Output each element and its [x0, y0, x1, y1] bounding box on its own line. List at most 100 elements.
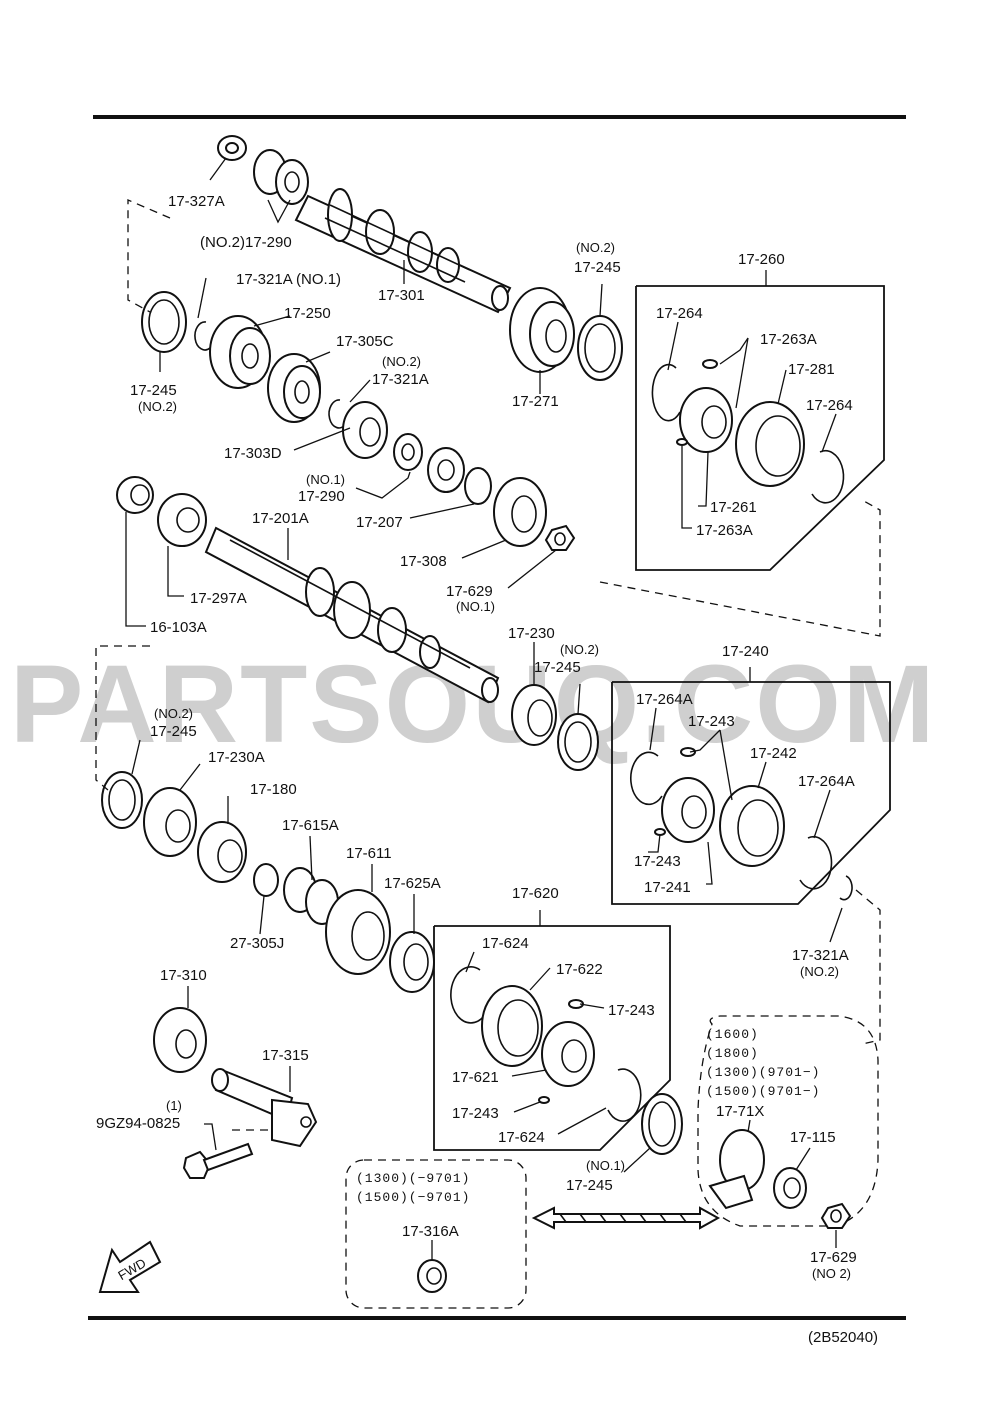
label-17-243-d: 17-243 — [452, 1105, 499, 1122]
part-17-264A-a[interactable] — [629, 751, 663, 806]
label-17-316A: 17-316A — [402, 1223, 459, 1240]
part-17-264-b[interactable] — [811, 449, 845, 504]
part-17-180-bearing[interactable] — [197, 821, 247, 883]
part-17-310[interactable] — [153, 1007, 207, 1073]
part-17-243-a[interactable] — [680, 747, 696, 757]
part-17-243-d[interactable] — [538, 1096, 550, 1104]
part-17-201A-countershaft[interactable] — [204, 526, 500, 704]
applicability-right-4: (1500)(9701−) — [706, 1084, 820, 1099]
label-17-250: 17-250 — [284, 305, 331, 322]
part-17-281-sleeve[interactable] — [735, 401, 805, 487]
label-17-201A: 17-201A — [252, 510, 309, 527]
label-17-242: 17-242 — [750, 745, 797, 762]
applicability-box-left — [345, 1159, 527, 1309]
label-17-207: 17-207 — [356, 514, 403, 531]
part-17-71X[interactable] — [708, 1129, 765, 1210]
alternative-arrow — [531, 1206, 721, 1230]
part-17-245-no2-left[interactable] — [141, 291, 187, 353]
part-17-290-no2[interactable] — [253, 149, 309, 205]
part-17-245-no2-low[interactable] — [101, 771, 143, 829]
part-17-207-bearing[interactable] — [427, 447, 465, 493]
part-17-245-no2-top[interactable] — [577, 315, 623, 381]
part-16-103A[interactable] — [116, 476, 154, 514]
assembly-box-17-260 — [635, 270, 885, 571]
label-17-240: 17-240 — [722, 643, 769, 660]
label-17-308: 17-308 — [400, 553, 447, 570]
part-17-625A[interactable] — [389, 931, 435, 993]
label-16-103A: 16-103A — [150, 619, 207, 636]
part-17-230A[interactable] — [143, 787, 197, 857]
part-17-115[interactable] — [773, 1167, 807, 1209]
part-17-290-no1[interactable] — [393, 433, 423, 471]
part-17-264A-b[interactable] — [799, 835, 833, 890]
watermark: PARTSOUQ.COM — [10, 643, 936, 766]
label-17-245-bottom: 17-245 — [566, 1177, 613, 1194]
applicability-left-1: (1300)(−9701) — [356, 1171, 470, 1186]
label-17-615A: 17-615A — [282, 817, 339, 834]
applicability-left-2: (1500)(−9701) — [356, 1190, 470, 1205]
label-17-281: 17-281 — [788, 361, 835, 378]
label-17-321A-b: 17-321A — [372, 371, 429, 388]
diagram-code: (2B52040) — [808, 1329, 878, 1346]
part-17-316A[interactable] — [417, 1259, 447, 1293]
label-17-180: 17-180 — [250, 781, 297, 798]
part-17-261-hub[interactable] — [679, 387, 733, 453]
label-17-264A-b: 17-264A — [798, 773, 855, 790]
part-17-315-shift-lever[interactable] — [211, 1068, 318, 1148]
part-17-303D[interactable] — [342, 401, 388, 459]
part-17-263A-a[interactable] — [702, 359, 718, 369]
label-17-245-mid: 17-245 — [534, 659, 581, 676]
leader-lines — [125, 157, 843, 1260]
label-17-629-no2: 17-629 — [810, 1249, 857, 1266]
label-17-305C: 17-305C — [336, 333, 394, 350]
part-27-305J[interactable] — [253, 863, 279, 897]
part-17-264-a[interactable] — [651, 363, 681, 422]
part-17-629-no1[interactable] — [544, 524, 576, 551]
part-17-245-no1[interactable] — [641, 1093, 683, 1155]
label-no2-245-mid: (NO.2) — [560, 642, 599, 657]
part-17-263A-b[interactable] — [676, 438, 688, 446]
label-no1-290: (NO.1) — [306, 472, 345, 487]
part-17-622-sleeve[interactable] — [481, 985, 543, 1067]
part-17-624-a[interactable] — [450, 966, 485, 1024]
applicability-right-2: (1800) — [706, 1046, 759, 1061]
fwd-arrow-icon: FWD — [98, 1240, 162, 1293]
part-17-305C[interactable] — [267, 353, 321, 423]
part-17-611[interactable] — [325, 889, 391, 975]
part-17-230[interactable] — [511, 684, 557, 746]
part-17-321A-no2-right[interactable] — [839, 875, 853, 901]
part-17-250[interactable] — [209, 315, 271, 389]
label-no2-321A: (NO.2) — [800, 964, 839, 979]
label-no2-629: (NO 2) — [812, 1266, 851, 1281]
label-17-315: 17-315 — [262, 1047, 309, 1064]
part-17-629-no2[interactable] — [820, 1202, 852, 1229]
label-17-611: 17-611 — [346, 845, 392, 862]
part-17-271[interactable] — [509, 287, 575, 373]
assembly-box-17-240 — [611, 667, 891, 905]
part-17-297A[interactable] — [157, 493, 207, 547]
part-17-301-mainshaft[interactable] — [294, 188, 512, 314]
label-17-264-a: 17-264 — [656, 305, 703, 322]
label-17-624-a: 17-624 — [482, 935, 529, 952]
label-17-230A: 17-230A — [208, 749, 265, 766]
label-17-241: 17-241 — [644, 879, 691, 896]
part-17-321A-no1[interactable] — [194, 321, 211, 351]
connector-321A-right — [855, 889, 881, 1045]
part-17-242-sleeve[interactable] — [719, 785, 785, 867]
label-17-310: 17-310 — [160, 967, 207, 984]
part-17-624-b[interactable] — [607, 1068, 642, 1122]
part-17-321A-no2[interactable] — [328, 399, 347, 429]
label-17-620: 17-620 — [512, 885, 559, 902]
part-17-327A[interactable] — [217, 135, 247, 161]
part-9GZ94-0825-bolt[interactable] — [182, 1142, 254, 1179]
applicability-right-1: (1600) — [706, 1027, 759, 1042]
label-17-261: 17-261 — [710, 499, 757, 516]
part-17-245-no2-mid[interactable] — [557, 713, 599, 771]
label-17-271: 17-271 — [512, 393, 559, 410]
part-17-241-hub[interactable] — [661, 777, 715, 843]
part-17-207[interactable] — [464, 467, 492, 505]
part-17-621-hub[interactable] — [541, 1021, 595, 1087]
label-27-305J: 27-305J — [230, 935, 284, 952]
part-17-308[interactable] — [493, 477, 547, 547]
